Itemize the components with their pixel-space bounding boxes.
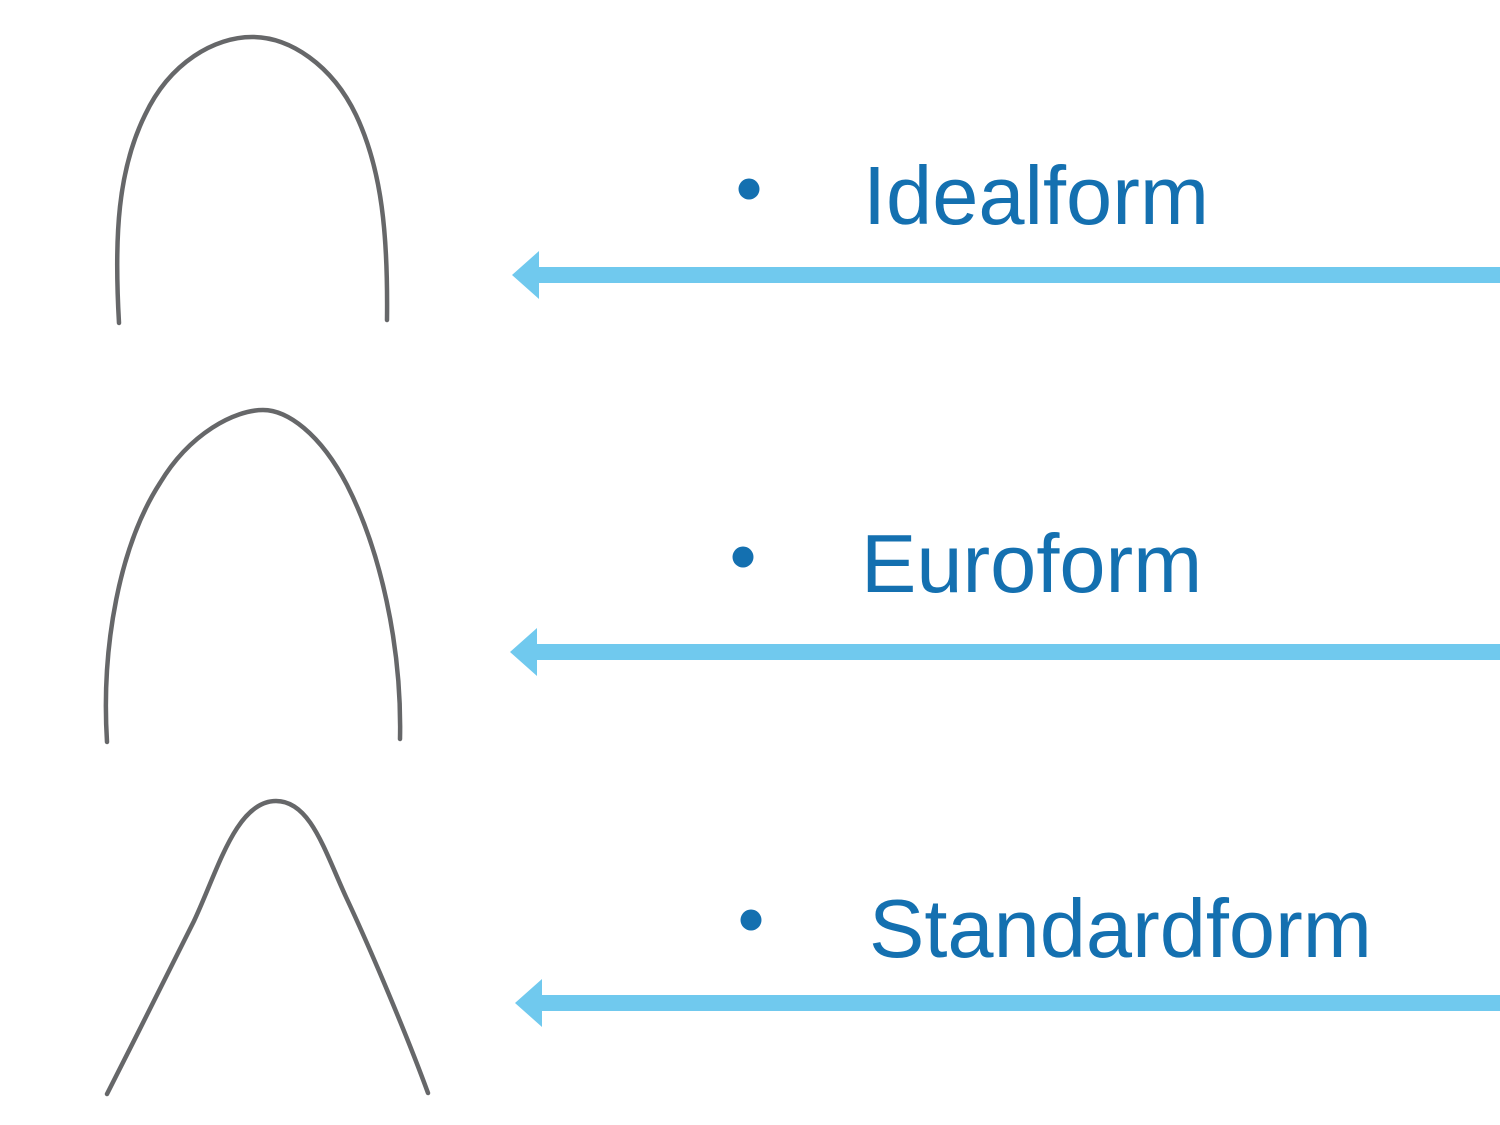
left-arrow-icon [515,979,1500,1027]
bullet-icon [732,546,754,568]
bullet-icon [740,909,762,931]
label-standardform: Standardform [869,882,1372,975]
idealform-archwire-icon [114,34,390,326]
standardform-archwire-icon [104,798,431,1097]
label-euroform: Euroform [861,517,1203,610]
left-arrow-icon [512,251,1500,299]
left-arrow-icon [510,628,1500,676]
label-idealform: Idealform [863,149,1209,242]
euroform-archwire-icon [103,407,403,745]
bullet-icon [738,178,760,200]
